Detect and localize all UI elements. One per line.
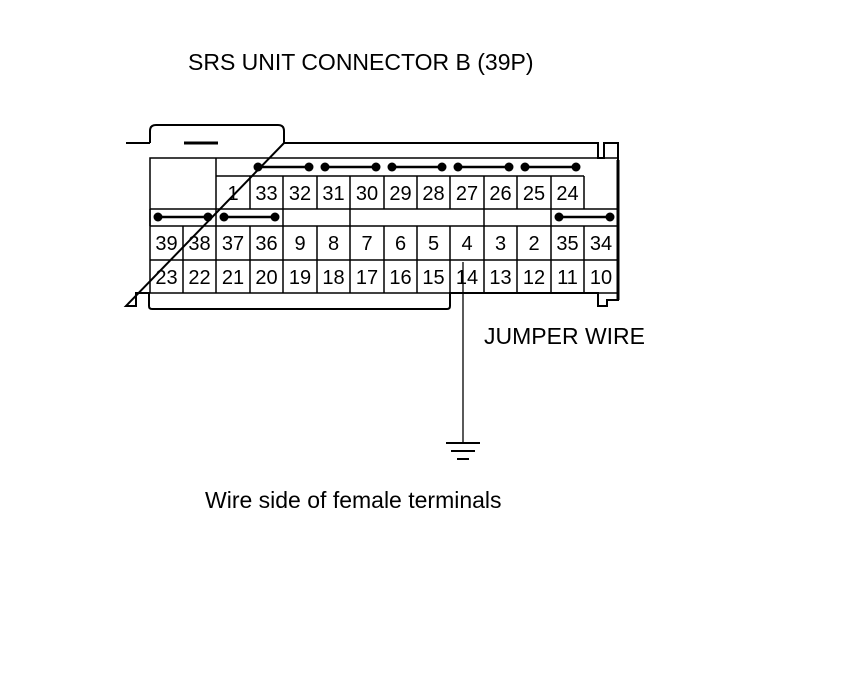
terminal-9: 9 [294,233,305,255]
short-25-24 [520,162,581,172]
terminal-19: 19 [289,267,311,289]
terminal-13: 13 [489,267,511,289]
terminal-6: 6 [395,233,406,255]
terminal-35: 35 [556,233,578,255]
terminal-11: 11 [557,267,578,289]
view-caption: Wire side of female terminals [205,487,502,513]
short-27-26 [453,162,514,172]
terminal-29: 29 [389,183,411,205]
short-39-38 [153,212,213,222]
terminal-16: 16 [389,267,411,289]
terminal-23: 23 [155,267,177,289]
terminal-27: 27 [456,183,478,205]
terminal-31: 31 [322,183,344,205]
shorting-bars [153,162,615,222]
terminal-grid [149,157,619,294]
terminal-10: 10 [590,267,612,289]
terminal-39: 39 [155,233,177,255]
terminal-15: 15 [422,267,444,289]
terminal-5: 5 [428,233,439,255]
ground-symbol-icon [446,442,480,460]
short-33-32 [253,162,314,172]
terminal-36: 36 [255,233,277,255]
terminal-38: 38 [188,233,210,255]
terminal-4: 4 [461,233,472,255]
terminal-7: 7 [361,233,372,255]
terminal-3: 3 [495,233,506,255]
terminal-28: 28 [422,183,444,205]
jumper-wire-label: JUMPER WIRE [484,323,645,349]
terminal-20: 20 [255,267,277,289]
terminal-18: 18 [322,267,344,289]
short-37-36 [219,212,280,222]
terminal-17: 17 [356,267,378,289]
short-35-34 [554,212,615,222]
terminal-26: 26 [489,183,511,205]
short-31-30 [320,162,381,172]
diagram-title: SRS UNIT CONNECTOR B (39P) [188,49,534,75]
terminal-30: 30 [356,183,378,205]
terminal-32: 32 [289,183,311,205]
terminal-25: 25 [523,183,545,205]
terminal-22: 22 [188,267,210,289]
terminal-8: 8 [328,233,339,255]
terminal-14: 14 [456,267,478,289]
terminal-37: 37 [222,233,244,255]
terminal-2: 2 [528,233,539,255]
terminal-24: 24 [556,183,578,205]
terminal-21: 21 [222,267,244,289]
terminal-33: 33 [255,183,277,205]
short-29-28 [387,162,447,172]
terminal-12: 12 [523,267,545,289]
terminal-1: 1 [227,183,238,205]
terminal-34: 34 [590,233,612,255]
